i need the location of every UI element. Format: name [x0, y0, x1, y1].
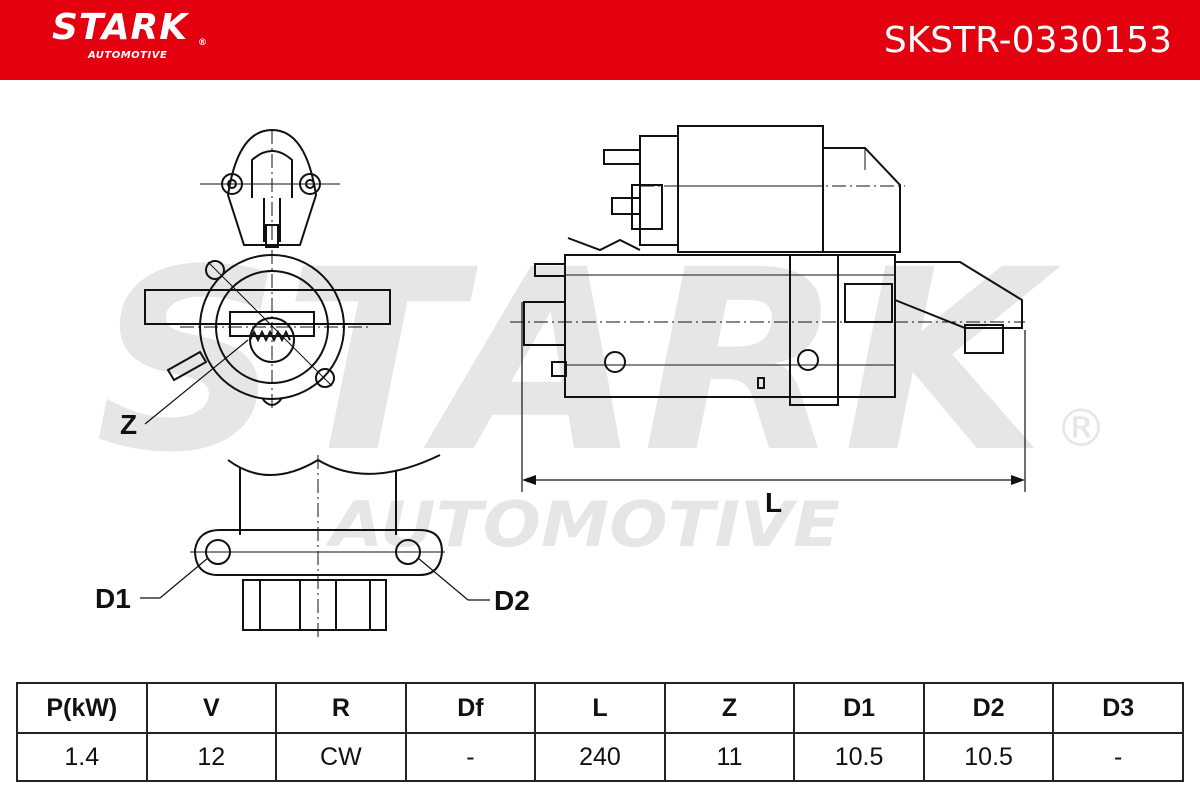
spec-header: D1 — [793, 682, 925, 734]
spec-header-row: P(kW) V R Df L Z D1 D2 D3 — [16, 682, 1184, 734]
spec-header: D2 — [922, 682, 1055, 734]
d2-leader: D2 — [417, 557, 530, 616]
logo-subtitle: AUTOMOTIVE — [88, 50, 168, 61]
watermark-subtitle: AUTOMOTIVE — [324, 488, 840, 561]
spec-value: 12 — [145, 732, 278, 782]
flange-detail-view — [190, 454, 445, 640]
part-number: SKSTR-0330153 — [883, 20, 1172, 61]
label-d2: D2 — [494, 585, 530, 616]
d1-leader: D1 — [95, 557, 209, 614]
logo-registered-mark: ® — [198, 38, 207, 48]
spec-header: R — [275, 682, 407, 734]
dimension-l: L — [521, 302, 1026, 518]
spec-value: - — [1052, 732, 1184, 782]
spec-value: CW — [275, 732, 407, 782]
spec-header: Df — [404, 682, 537, 734]
spec-header: L — [534, 682, 666, 734]
starter-front-view — [144, 128, 391, 410]
label-d1: D1 — [95, 583, 131, 614]
label-z: Z — [120, 409, 137, 440]
spec-value: 1.4 — [16, 732, 148, 782]
spec-value: 10.5 — [922, 732, 1055, 782]
technical-drawing: STARK AUTOMOTIVE ® Z — [95, 125, 1107, 640]
watermark-brand: STARK — [95, 216, 1062, 507]
spec-header: P(kW) — [16, 682, 148, 734]
spec-value: - — [404, 732, 537, 782]
spec-value: 10.5 — [793, 732, 925, 782]
z-leader: Z — [120, 339, 249, 440]
spec-header: V — [145, 682, 278, 734]
spec-value: 11 — [663, 732, 796, 782]
watermark: STARK AUTOMOTIVE ® — [95, 216, 1107, 561]
spec-value-row: 1.4 12 CW - 240 11 10.5 10.5 - — [16, 732, 1184, 782]
spec-value: 240 — [534, 732, 666, 782]
watermark-registered: ® — [1055, 399, 1107, 459]
logo-brand: STARK — [52, 7, 189, 48]
spec-header: Z — [663, 682, 796, 734]
starter-side-view — [510, 125, 1025, 406]
header-bar: STARK ® AUTOMOTIVE SKSTR-0330153 — [0, 0, 1200, 80]
label-l: L — [765, 487, 782, 518]
stark-logo: STARK ® AUTOMOTIVE — [52, 7, 207, 62]
spec-header: D3 — [1052, 682, 1184, 734]
spec-table: P(kW) V R Df L Z D1 D2 D3 1.4 12 CW - 24… — [16, 682, 1184, 782]
